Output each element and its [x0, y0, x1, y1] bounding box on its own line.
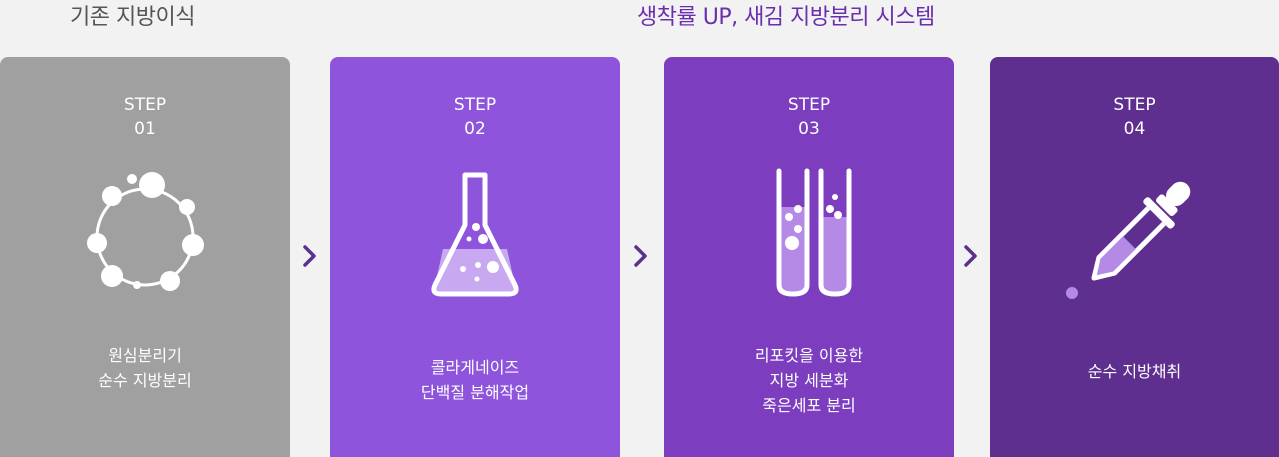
- step-card-03: STEP 03 리포킷을 이용한 지방 세분화 죽은세포 분리: [664, 57, 954, 457]
- step-label: STEP 02: [330, 93, 620, 141]
- step-label: STEP 04: [990, 93, 1279, 141]
- molecule-ring-icon: [75, 167, 215, 307]
- flask-icon: [405, 167, 545, 307]
- dropper-icon: [1065, 167, 1205, 307]
- step-card-04: STEP 04 순수 지방채취: [990, 57, 1279, 457]
- step-number: 04: [1123, 119, 1146, 139]
- heading-conventional: 기존 지방이식: [70, 5, 195, 30]
- step-description: 콜라게네이즈 단백질 분해작업: [420, 358, 530, 402]
- step-label: STEP 01: [0, 93, 290, 141]
- step-number: 03: [798, 119, 820, 139]
- step-number: 01: [134, 119, 156, 139]
- step-card-01: STEP 01 원심분리기 순수 지방분리: [0, 57, 290, 457]
- chevron-right-icon: [633, 245, 649, 267]
- chevron-right-icon: [963, 245, 979, 267]
- test-tubes-icon: [739, 167, 879, 307]
- step-description: 순수 지방채취: [1087, 362, 1182, 381]
- step-number: 02: [464, 119, 486, 139]
- step-card-02: STEP 02 콜라게네이즈 단백질 분해작업: [330, 57, 620, 457]
- step-description: 원심분리기 순수 지방분리: [98, 346, 192, 390]
- heading-saegim-system: 생착률 UP, 새김 지방분리 시스템: [637, 5, 935, 30]
- step-label: STEP 03: [664, 93, 954, 141]
- step-description: 리포킷을 이용한 지방 세분화 죽은세포 분리: [754, 346, 864, 415]
- chevron-right-icon: [302, 245, 318, 267]
